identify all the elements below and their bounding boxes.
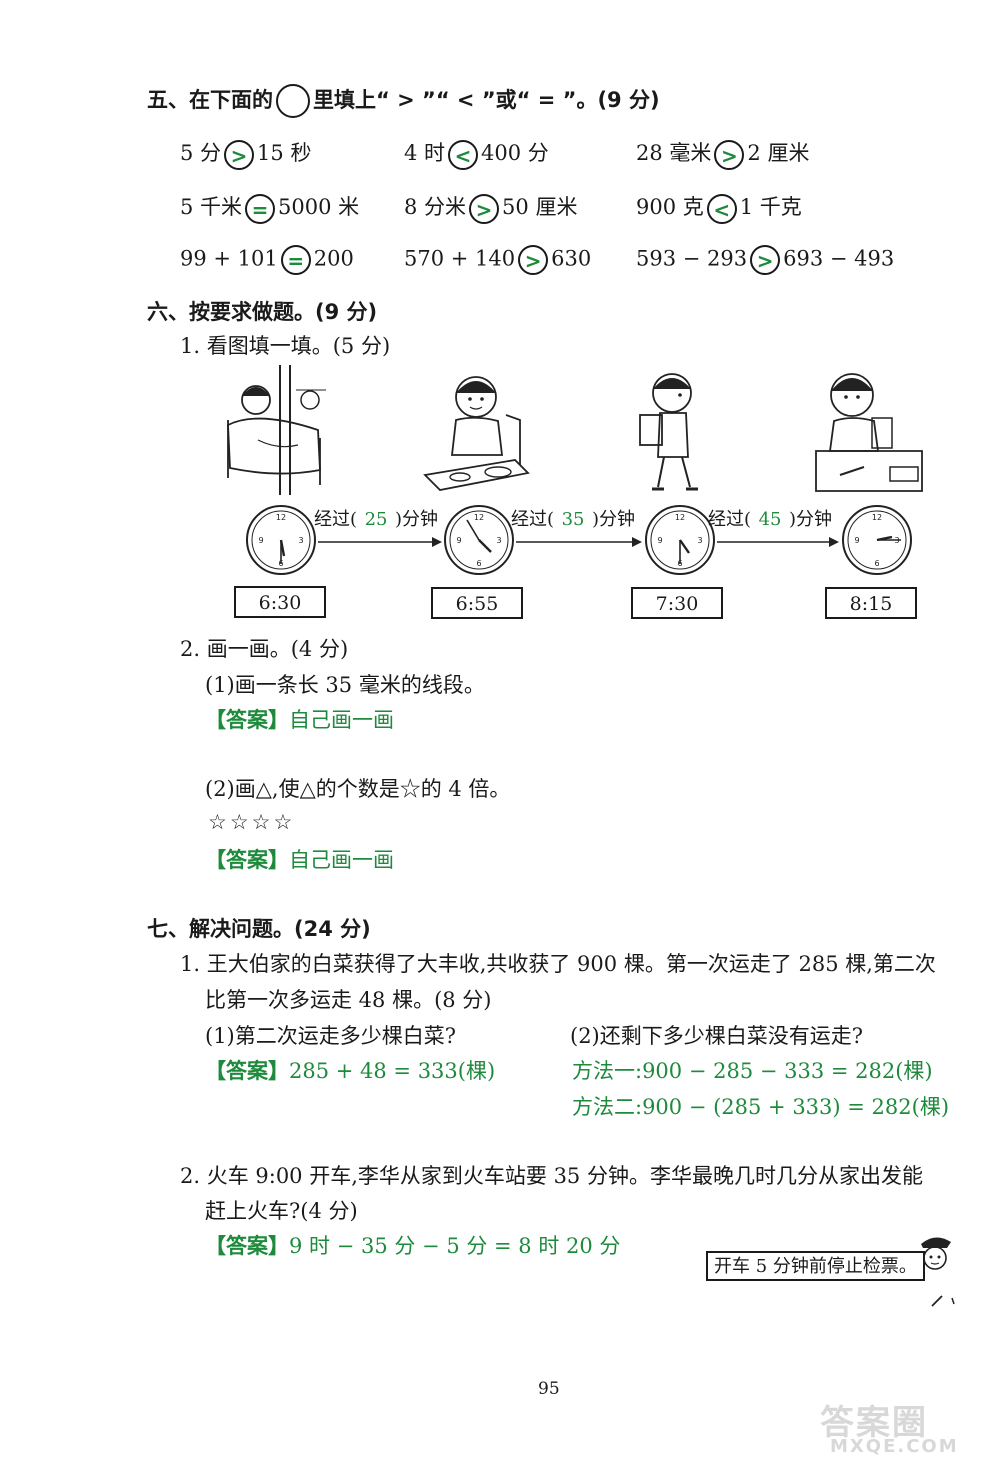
svg-text:9: 9 — [854, 536, 859, 545]
svg-text:9: 9 — [258, 536, 263, 545]
watermark-top: 答案圈 — [820, 1403, 928, 1443]
svg-text:9: 9 — [657, 536, 662, 545]
answer-circle: > — [469, 193, 500, 224]
section-6-title: 六、按要求做题。(9 分) — [147, 300, 378, 324]
svg-text:12: 12 — [675, 513, 685, 522]
compare-item: 99 + 101=200 — [180, 245, 354, 275]
section-5-title-post: 里填上“ > ”“ < ”或“ = ”。(9 分) — [313, 88, 660, 112]
answer-circle: < — [448, 139, 479, 170]
elapsed-answer: 45 — [758, 509, 782, 530]
compare-item: 4 时<400 分 — [404, 139, 549, 170]
answer-circle: > — [714, 139, 745, 170]
compare-item: 5 千米=5000 米 — [180, 193, 360, 224]
time-box: 6:30 — [234, 586, 326, 618]
question-6-1: 1. 看图填一填。(5 分) — [180, 334, 391, 358]
question-7-1-line1: 1. 王大伯家的白菜获得了大丰收,共收获了 900 棵。第一次运走了 285 棵… — [180, 952, 936, 976]
answer-circle: > — [518, 245, 549, 275]
page-number: 95 — [538, 1379, 560, 1399]
answer-7-1-b-method2: 方法二:900 − (285 + 333) = 282(棵) — [572, 1095, 950, 1119]
question-6-2-1: (1)画一条长 35 毫米的线段。 — [205, 673, 485, 697]
answer-6-2-1: 【答案】自己画一画 — [205, 708, 394, 732]
time-box: 8:15 — [825, 587, 917, 619]
time-box: 7:30 — [631, 587, 723, 619]
compare-item: 5 分>15 秒 — [180, 139, 312, 170]
answer-7-1-a: 【答案】285 + 48 = 333(棵) — [205, 1059, 496, 1083]
boy-studying-illustration — [815, 373, 923, 492]
answer-circle: > — [224, 139, 255, 170]
compare-item: 570 + 140>630 — [404, 245, 592, 275]
clock-icon: 12 3 6 9 — [444, 505, 514, 575]
svg-text:6: 6 — [476, 559, 481, 568]
blank-circle-icon — [276, 84, 310, 118]
boy-eating-illustration — [423, 376, 530, 491]
compare-item: 593 − 293>693 − 493 — [636, 245, 895, 275]
answer-7-1-b-method1: 方法一:900 − 285 − 333 = 282(棵) — [572, 1059, 933, 1083]
question-7-2-line1: 2. 火车 9:00 开车,李华从家到火车站要 35 分钟。李华最晚几时几分从家… — [180, 1164, 923, 1188]
answer-circle: > — [750, 245, 781, 275]
svg-text:3: 3 — [496, 536, 501, 545]
section-7-title: 七、解决问题。(24 分) — [147, 917, 371, 941]
svg-text:12: 12 — [474, 513, 484, 522]
svg-text:9: 9 — [456, 536, 461, 545]
svg-text:6: 6 — [874, 559, 879, 568]
elapsed-label: 经过(45)分钟 — [708, 509, 833, 530]
watermark-bottom: MXQE.COM — [830, 1436, 959, 1457]
hint-note: 开车 5 分钟前停止检票。 — [706, 1251, 925, 1281]
question-6-2-2: (2)画△,使△的个数是☆的 4 倍。 — [205, 777, 511, 801]
conductor-mascot-icon — [921, 1237, 951, 1270]
pencil-mark-icon — [931, 1295, 955, 1307]
question-7-1-line2: 比第一次多运走 48 棵。(8 分) — [205, 988, 492, 1012]
svg-text:12: 12 — [872, 513, 882, 522]
compare-item: 8 分米>50 厘米 — [404, 193, 578, 224]
svg-text:3: 3 — [298, 536, 303, 545]
answer-circle: < — [706, 193, 737, 224]
arrow-right-icon — [318, 537, 442, 547]
question-7-1-a: (1)第二次运走多少棵白菜? — [205, 1024, 457, 1048]
section-5-title: 五、在下面的 里填上“ > ”“ < ”或“ = ”。(9 分) — [147, 84, 660, 118]
question-7-1-b: (2)还剩下多少棵白菜没有运走? — [570, 1024, 864, 1048]
arrow-right-icon — [516, 537, 642, 547]
compare-item: 28 毫米>2 厘米 — [636, 139, 810, 170]
boy-waking-up-illustration — [227, 365, 326, 495]
time-box: 6:55 — [431, 587, 523, 619]
elapsed-answer: 35 — [561, 509, 585, 530]
svg-text:12: 12 — [276, 513, 286, 522]
question-7-2-line2: 赶上火车?(4 分) — [205, 1199, 358, 1223]
boy-with-backpack-illustration — [639, 373, 698, 491]
answer-7-2: 【答案】9 时 − 35 分 − 5 分 = 8 时 20 分 — [205, 1234, 621, 1258]
arrow-right-icon — [717, 537, 839, 547]
elapsed-label: 经过(35)分钟 — [511, 509, 636, 530]
elapsed-label: 经过(25)分钟 — [314, 509, 439, 530]
answer-6-2-2: 【答案】自己画一画 — [205, 848, 394, 872]
elapsed-answer: 25 — [364, 509, 388, 530]
answer-circle: = — [280, 245, 311, 275]
compare-item: 900 克<1 千克 — [636, 193, 802, 224]
svg-text:3: 3 — [697, 536, 702, 545]
stars-row: ☆☆☆☆ — [208, 810, 296, 834]
answer-circle: = — [245, 193, 276, 224]
question-6-2: 2. 画一画。(4 分) — [180, 637, 349, 661]
section-5-title-pre: 五、在下面的 — [147, 88, 273, 112]
